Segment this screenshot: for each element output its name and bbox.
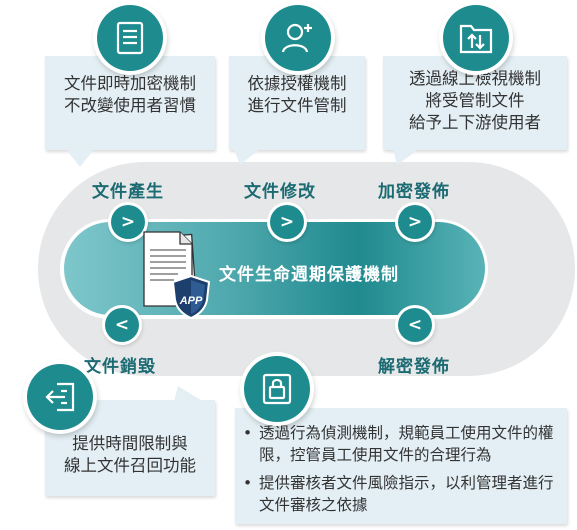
card-limit-line2: 線上文件召回功能 (64, 456, 196, 475)
card-authorize: 依據授權機制 進行文件管制 (229, 56, 365, 150)
card-authorize-line1: 依據授權機制 (247, 74, 347, 93)
stage-publish: 加密發佈 (378, 182, 450, 202)
shield-icon: APP (171, 274, 211, 320)
card-limit-tail (174, 386, 204, 402)
card-encrypt-tail (66, 149, 94, 167)
card-encrypt-line2: 不改變使用者習慣 (64, 96, 196, 115)
arrow-right-icon: > (398, 205, 432, 239)
card-view-line3: 給予上下游使用者 (409, 113, 541, 132)
shield-badge-text: APP (179, 295, 203, 307)
stage-destroy: 文件銷毀 (84, 357, 156, 377)
card-view-tail (393, 149, 419, 165)
arrow-left-icon: < (105, 308, 139, 342)
card-limit-line1: 提供時間限制與 (72, 434, 188, 453)
center-title: 文件生命週期保護機制 (219, 265, 399, 285)
card-authorize-tail (234, 149, 260, 165)
card-authorize-line2: 進行文件管制 (247, 96, 347, 115)
document-icon (97, 5, 163, 71)
arrow-left-icon: < (398, 308, 432, 342)
folder-sync-icon (443, 5, 509, 71)
card-view: 透過線上檢視機制 將受管制文件 給予上下游使用者 (383, 56, 567, 150)
user-add-icon (265, 5, 331, 71)
document-stack-icon (143, 231, 197, 307)
arrow-right-icon: > (270, 205, 304, 239)
arrow-right-icon: > (111, 205, 145, 239)
card-view-line2: 將受管制文件 (425, 91, 525, 110)
stage-create: 文件產生 (92, 182, 164, 202)
detect-bullet-2: 提供審核者文件風險指示，以利管理者進行文件審核之依據 (243, 472, 561, 516)
card-encrypt-line1: 文件即時加密機制 (64, 74, 196, 93)
card-detect: 透過行為偵測機制，規範員工使用文件的權限，控管員工使用文件的合理行為 提供審核者… (235, 408, 567, 524)
detect-bullet-1: 透過行為偵測機制，規範員工使用文件的權限，控管員工使用文件的合理行為 (243, 422, 561, 466)
card-view-line1: 透過線上檢視機制 (409, 69, 541, 88)
lock-icon (244, 356, 310, 422)
stage-decrypt: 解密發佈 (378, 357, 450, 377)
card-encrypt: 文件即時加密機制 不改變使用者習慣 (45, 56, 215, 150)
logout-icon (27, 364, 93, 430)
stage-modify: 文件修改 (244, 182, 316, 202)
